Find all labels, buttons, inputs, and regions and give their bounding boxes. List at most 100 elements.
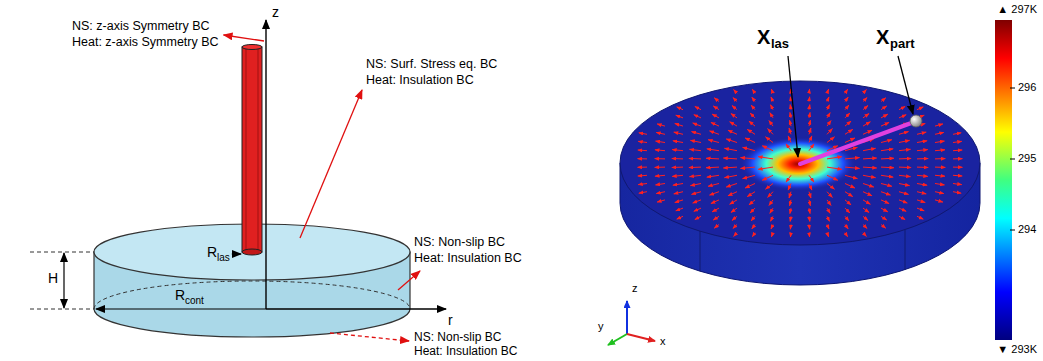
flow-arrow [731,114,737,118]
flow-arrow [953,158,962,159]
flow-arrow [672,175,683,176]
flow-arrow [752,97,755,101]
flow-arrow [863,130,872,134]
flow-arrow [752,89,755,93]
flow-arrow [935,192,944,194]
flow-arrow [762,146,773,151]
flow-arrow [766,184,773,190]
flow-arrow [677,107,683,110]
flow-arrow [845,233,848,237]
flow-arrow [827,157,842,159]
boundary-condition-note: Heat: z-axis Symmetry BC [72,35,219,50]
flow-arrow [714,98,719,102]
flow-arrow [768,129,773,135]
flow-arrow [676,208,683,211]
flow-arrow [714,225,719,229]
flow-arrow [692,192,701,195]
flow-arrow [863,114,869,118]
flow-arrow [656,141,665,142]
flow-arrow [809,184,812,191]
flow-arrow [917,150,928,151]
flow-arrow [639,192,647,194]
flow-arrow [689,167,701,169]
flow-arrow [639,133,647,135]
flow-arrow [655,175,665,177]
flow-arrow [881,208,888,212]
flow-arrow [743,147,755,150]
flow-arrow [827,121,831,127]
flow-arrow [881,140,892,143]
flow-arrow [638,167,647,168]
flow-arrow [762,175,773,180]
flow-arrow [689,149,701,150]
axis-label: r [448,312,453,329]
flow-arrow [789,192,791,198]
flow-arrow [752,225,755,229]
flow-arrow [749,200,755,205]
flow-arrow [827,233,829,237]
flow-arrow [708,140,719,143]
flow-arrow [677,216,683,219]
flow-arrow [935,200,943,202]
flow-arrow [827,200,831,206]
flow-arrow [655,149,665,151]
flow-arrow [790,105,792,110]
flow-arrow [733,98,737,102]
flow-arrow [827,216,829,221]
flow-arrow [706,158,719,160]
flow-arrow [953,167,962,168]
axis-label: y [598,320,604,333]
flow-arrow [723,167,737,169]
flow-arrow [656,184,665,185]
flow-arrow [732,216,737,220]
flow-arrow [863,175,876,177]
flow-arrow [809,144,814,151]
flow-arrow [726,184,737,188]
flow-arrow [657,124,665,126]
flow-arrow [674,192,683,194]
flow-arrow [676,115,683,118]
flow-arrow [711,200,719,204]
flow-arrow [638,184,647,185]
flow-arrow [863,184,874,188]
flow-arrow [827,167,842,169]
flow-arrow [935,141,944,142]
point-label: X [876,25,889,49]
flow-arrow [881,98,886,102]
flow-arrow [953,149,962,151]
flow-arrow [863,106,868,110]
flow-arrow [899,158,911,160]
flow-arrow [724,175,737,177]
flow-arrow [771,216,773,221]
flow-arrow [899,132,908,135]
flow-arrow [723,158,737,160]
flow-arrow [695,106,701,109]
flow-arrow [752,233,755,237]
flow-arrow [638,141,647,142]
flow-arrow [694,208,701,211]
flow-arrow [899,140,910,142]
flow-arrow [881,200,889,204]
flow-arrow [786,144,791,151]
flow-arrow [863,233,866,237]
flow-arrow [809,192,811,198]
flow-arrow [712,208,719,212]
flow-arrow [790,216,792,221]
flow-arrow [788,136,791,143]
colorbar-min: ▼ 293K [997,343,1037,356]
flow-arrow [749,121,755,126]
flow-arrow [899,184,910,186]
flow-arrow [786,175,791,182]
dimension-subscript: las [217,252,230,264]
flow-arrow [809,120,810,126]
flow-arrow [863,148,876,150]
flow-arrow [766,137,773,143]
flow-arrow [809,97,811,102]
flow-arrow [845,175,857,178]
colorbar-tick: 296 [1018,81,1036,94]
flow-arrow [899,149,911,150]
flow-arrow [917,158,928,159]
flow-arrow [750,208,755,213]
flow-arrow [809,225,811,230]
flow-arrow [768,192,773,198]
